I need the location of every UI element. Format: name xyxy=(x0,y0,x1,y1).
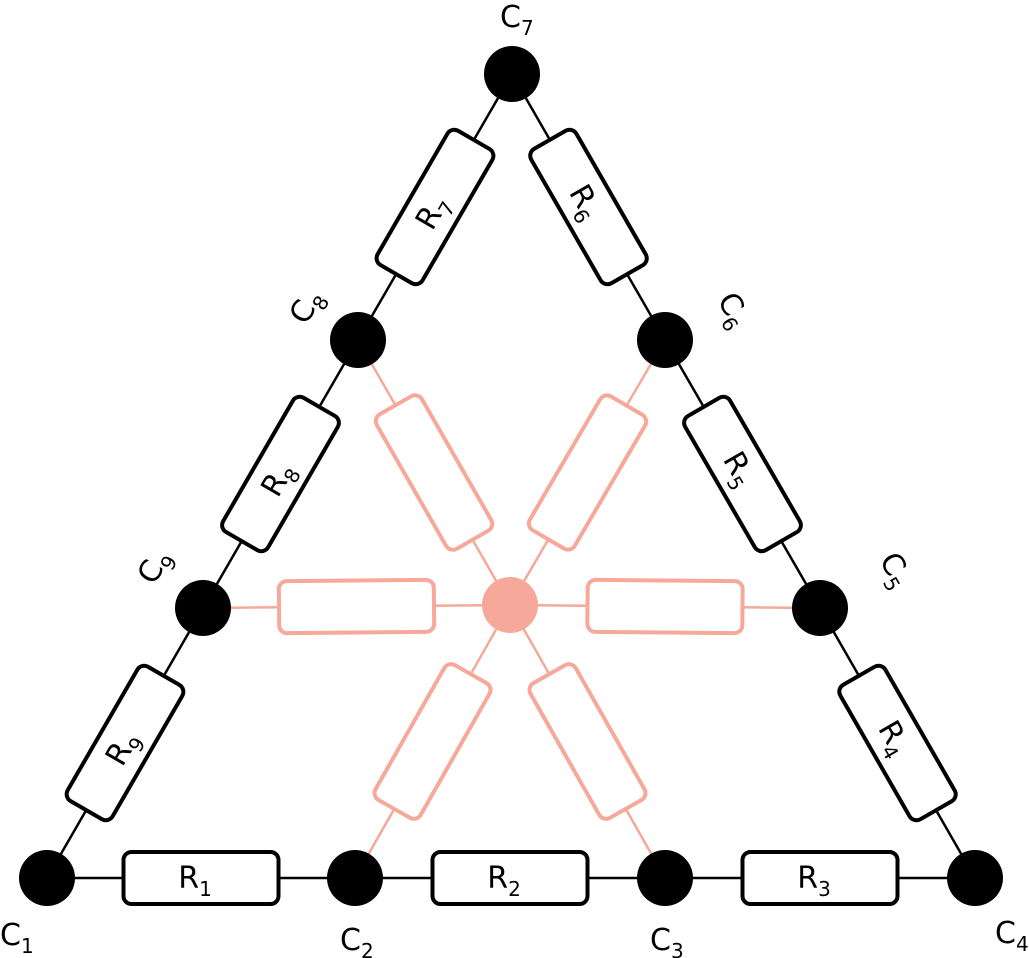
node-label-c4: C4 xyxy=(995,916,1029,956)
node-c3 xyxy=(637,850,693,906)
node-c2 xyxy=(327,850,383,906)
node-c8 xyxy=(330,312,386,368)
center-resistor xyxy=(373,393,495,552)
node-c9 xyxy=(175,580,231,636)
resistor-r4: R4 xyxy=(837,663,958,823)
node-c4 xyxy=(947,850,1003,906)
resistor-r9: R9 xyxy=(64,663,186,823)
center-resistor xyxy=(276,577,437,636)
node-label-c5: C5 xyxy=(868,547,919,596)
resistor-r2: R2 xyxy=(430,850,590,906)
resistor-r8: R8 xyxy=(220,394,341,554)
node-label-c8: C8 xyxy=(283,283,334,332)
center-resistor xyxy=(585,577,745,636)
node-label-c1: C1 xyxy=(0,918,34,958)
center-resistor xyxy=(527,662,648,821)
center-resistor xyxy=(526,393,649,552)
resistor-label: R1 xyxy=(178,861,212,901)
node-label-c3: C3 xyxy=(650,923,684,958)
resistor-r5: R5 xyxy=(682,394,803,554)
center-resistor xyxy=(372,662,493,821)
node-label-c2: C2 xyxy=(340,923,374,958)
resistor-label: R2 xyxy=(487,861,521,901)
center-node xyxy=(482,577,538,633)
node-c7 xyxy=(484,46,540,102)
node-label-c6: C6 xyxy=(706,287,757,336)
resistor-r1: R1 xyxy=(121,850,281,906)
resistor-r3: R3 xyxy=(740,850,900,906)
resistor-r6: R6 xyxy=(528,127,649,287)
resistor-label: R3 xyxy=(797,861,831,901)
node-c6 xyxy=(637,312,693,368)
node-c5 xyxy=(792,580,848,636)
node-label-c7: C7 xyxy=(500,0,534,40)
node-label-c9: C9 xyxy=(131,543,182,592)
resistor-r7: R7 xyxy=(374,127,496,287)
node-c1 xyxy=(19,850,75,906)
